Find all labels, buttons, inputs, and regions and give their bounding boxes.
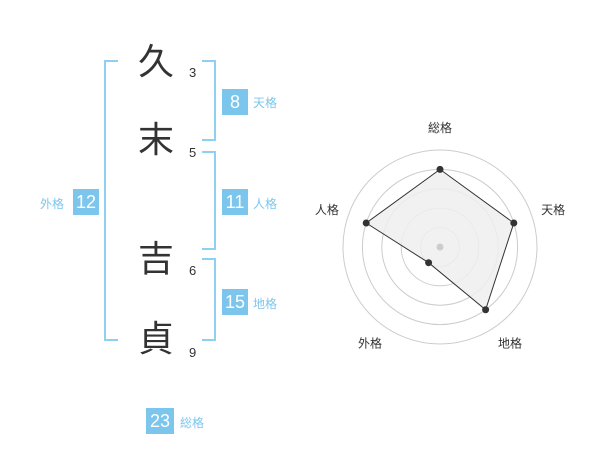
radar-axis-label-1: 総格: [428, 120, 452, 135]
radar-point-1: [436, 165, 444, 173]
soukaku-value: 23: [146, 408, 174, 434]
radar-point-3: [482, 306, 490, 314]
radar-center-dot: [436, 243, 444, 251]
radar-data-polygon: [365, 168, 515, 311]
radar-points: [362, 165, 518, 314]
jinkaku-value: 11: [222, 189, 248, 215]
tenkaku-value: 8: [222, 89, 248, 115]
name-char-1: 久: [137, 42, 174, 83]
stroke-count-3: 6: [189, 263, 197, 278]
radar-point-4: [425, 259, 433, 267]
name-char-2: 末: [137, 120, 174, 161]
stroke-count-2: 5: [189, 145, 197, 160]
radar-axis-label-4: 外格: [358, 335, 382, 350]
radar-ring: [342, 149, 538, 345]
chikaku-label: 地格: [253, 297, 278, 311]
chikaku-value: 15: [222, 289, 248, 315]
radar-point-2: [510, 219, 518, 227]
chikaku-bracket: [202, 258, 216, 341]
radar-point-5: [362, 219, 370, 227]
name-char-4: 貞: [137, 319, 174, 360]
radar-axis-label-2: 天格: [541, 202, 565, 217]
gaikaku-bracket: [104, 60, 118, 341]
gaikaku-label: 外格: [40, 197, 65, 211]
soukaku-label: 総格: [180, 416, 205, 430]
radar-axis-label-3: 地格: [498, 335, 522, 350]
tenkaku-label: 天格: [253, 96, 278, 110]
tenkaku-bracket: [202, 60, 216, 141]
jinkaku-label: 人格: [253, 197, 278, 211]
gaikaku-value: 12: [73, 189, 99, 215]
name-char-3: 吉: [137, 239, 174, 280]
jinkaku-bracket: [202, 151, 216, 250]
stroke-count-4: 9: [189, 345, 197, 360]
stroke-count-1: 3: [189, 65, 197, 80]
radar-axis-label-5: 人格: [315, 202, 339, 217]
